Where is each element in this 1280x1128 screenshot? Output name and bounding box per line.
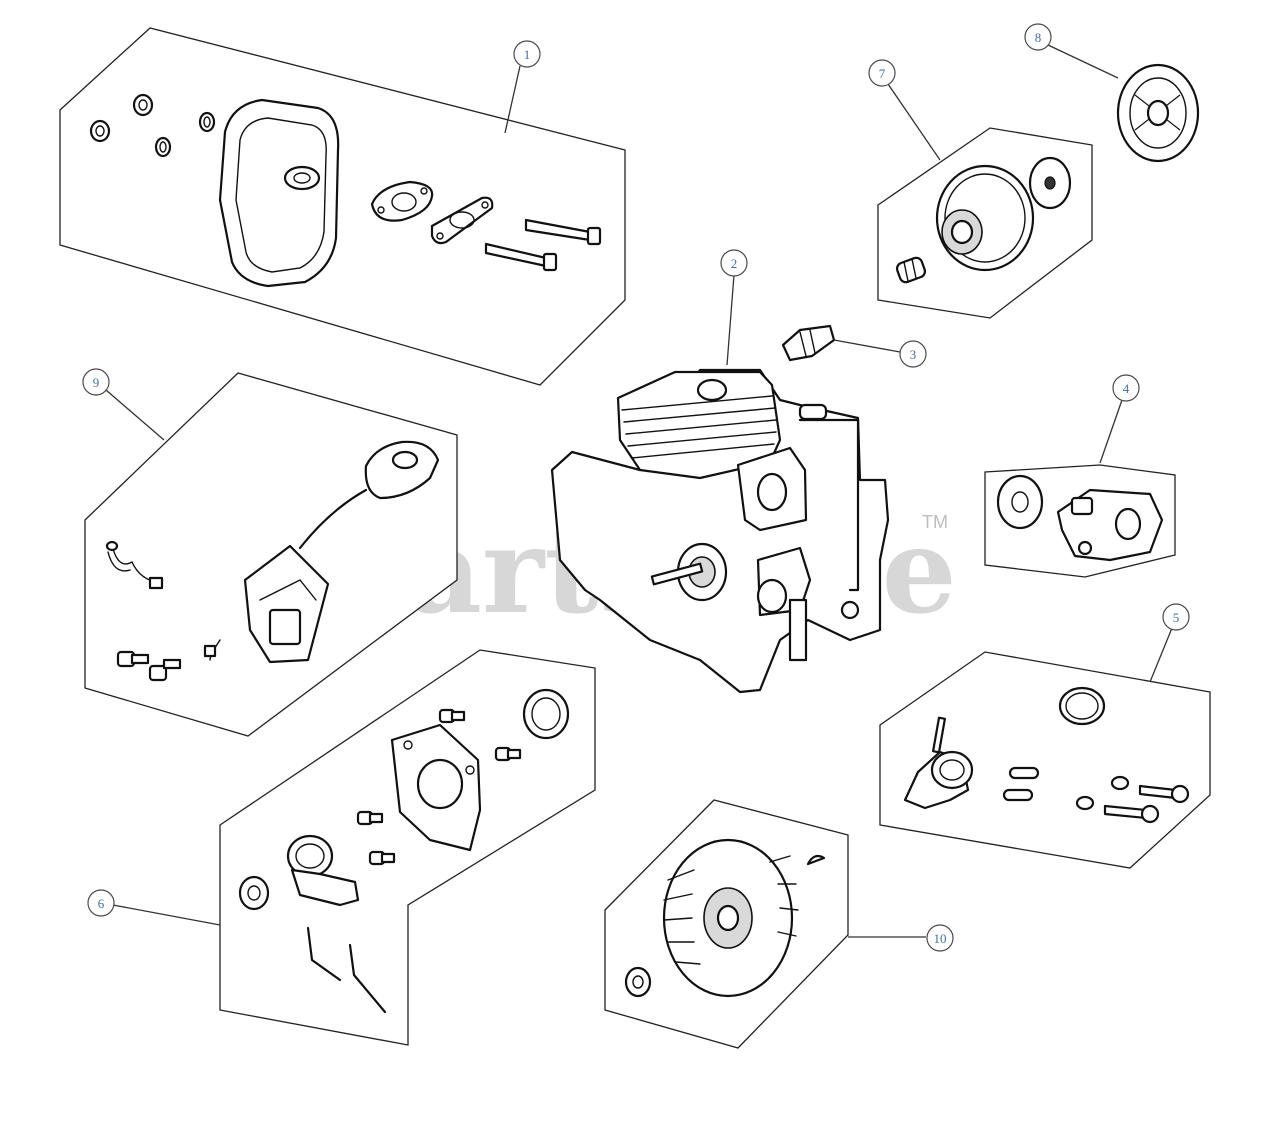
carburetor-icon	[1056, 488, 1164, 562]
callout-7[interactable]: 7	[868, 59, 941, 161]
gasket-icon	[996, 474, 1044, 530]
cover-plate-icon	[390, 723, 482, 852]
gasket-icon	[370, 180, 434, 222]
washer-icon	[1028, 156, 1072, 210]
panel-9-ignition-group	[84, 372, 458, 737]
callout-label: 1	[524, 47, 531, 62]
callout-10[interactable]: 10	[848, 924, 954, 952]
callout-4[interactable]: 4	[1099, 374, 1140, 464]
panel-5-oil-pump-group	[879, 651, 1211, 869]
spark-plug-boot-icon	[364, 440, 440, 500]
callout-2[interactable]: 2	[720, 249, 748, 366]
hose-icon	[306, 926, 387, 1014]
engine-block-icon	[550, 368, 890, 694]
callout-label: 8	[1035, 30, 1042, 45]
callout-label: 2	[731, 256, 738, 271]
o-ring-icon	[1058, 686, 1106, 726]
clutch-icon	[1116, 63, 1200, 163]
clutch-drum-icon	[935, 164, 1035, 272]
panel-4-carburetor-group	[984, 464, 1176, 578]
nut-icon	[89, 93, 216, 158]
nut-icon	[624, 966, 652, 998]
ignition-coil-icon	[243, 544, 330, 664]
panel-10-flywheel-group	[604, 799, 849, 1049]
screw-icon	[116, 650, 182, 682]
callout-8[interactable]: 8	[1024, 23, 1119, 79]
callout-3[interactable]: 3	[833, 339, 927, 368]
callout-1[interactable]: 1	[504, 40, 541, 134]
pin-icon	[1002, 766, 1130, 811]
callout-5[interactable]: 5	[1149, 603, 1190, 683]
plate-gasket-icon	[430, 196, 494, 245]
callout-label: 10	[934, 931, 947, 946]
needle-bearing-icon	[895, 256, 927, 284]
callout-label: 5	[1173, 610, 1180, 625]
key-icon	[806, 854, 826, 866]
callout-label: 7	[879, 66, 886, 81]
oil-pump-icon	[903, 716, 974, 810]
oil-pump-housing-icon	[286, 834, 360, 907]
screw-icon	[356, 708, 522, 866]
callout-label: 3	[910, 347, 917, 362]
pulley-icon	[522, 688, 570, 740]
callout-label: 6	[98, 896, 105, 911]
callout-label: 9	[93, 375, 100, 390]
panel-7-clutch-drum-group	[877, 127, 1093, 319]
flywheel-icon	[662, 838, 799, 998]
screw-icon	[1103, 784, 1190, 824]
washer-icon	[238, 875, 270, 911]
panel-6-pump-cover-group	[219, 649, 596, 1046]
bolt-icon	[484, 218, 602, 272]
muffler-icon	[218, 98, 340, 288]
callout-6[interactable]: 6	[87, 889, 221, 926]
callout-label: 4	[1123, 381, 1130, 396]
wire-icon	[105, 540, 164, 590]
spark-plug-icon	[781, 324, 836, 362]
panel-1-muffler-group	[59, 27, 626, 386]
callout-9[interactable]: 9	[82, 368, 165, 441]
watermark-trademark: TM	[922, 512, 948, 532]
